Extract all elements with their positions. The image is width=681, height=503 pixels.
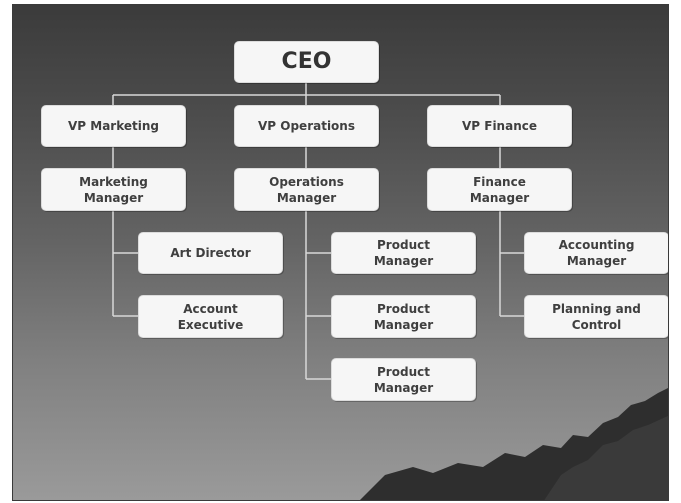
node-accounting-manager[interactable]: Accounting Manager: [524, 232, 668, 274]
node-accounting-manager-label: Accounting Manager: [558, 238, 635, 268]
node-vp-finance[interactable]: VP Finance: [427, 105, 572, 147]
node-planning-and-control-label: Planning and Control: [552, 301, 641, 332]
node-vp-marketing[interactable]: VP Marketing: [41, 105, 186, 147]
node-ceo[interactable]: CEO: [234, 41, 379, 83]
node-planning-and-control[interactable]: Planning and Control: [524, 295, 668, 338]
node-marketing-manager-label: Marketing Manager: [79, 174, 148, 205]
node-product-manager-1-label: Product Manager: [373, 238, 434, 268]
node-vp-marketing-label: VP Marketing: [68, 119, 159, 133]
org-chart-slide: CEO VP Marketing VP Operations VP Financ…: [12, 4, 669, 501]
node-account-executive-label: Account Executive: [177, 301, 244, 332]
node-product-manager-2-label: Product Manager: [373, 301, 434, 332]
node-operations-manager-label: Operations Manager: [269, 174, 344, 205]
node-vp-operations[interactable]: VP Operations: [234, 105, 379, 147]
node-art-director[interactable]: Art Director: [138, 232, 283, 274]
node-finance-manager[interactable]: Finance Manager: [427, 168, 572, 211]
node-vp-operations-label: VP Operations: [258, 119, 355, 133]
node-product-manager-3[interactable]: Product Manager: [331, 358, 476, 401]
node-product-manager-2[interactable]: Product Manager: [331, 295, 476, 338]
node-ceo-label: CEO: [281, 49, 332, 74]
node-product-manager-1[interactable]: Product Manager: [331, 232, 476, 274]
node-account-executive[interactable]: Account Executive: [138, 295, 283, 338]
node-marketing-manager[interactable]: Marketing Manager: [41, 168, 186, 211]
mountain-silhouette: [360, 388, 668, 500]
node-operations-manager[interactable]: Operations Manager: [234, 168, 379, 211]
node-product-manager-3-label: Product Manager: [373, 364, 434, 395]
node-vp-finance-label: VP Finance: [461, 119, 537, 133]
connector-lines: [112, 83, 524, 380]
node-art-director-label: Art Director: [170, 246, 251, 260]
node-finance-manager-label: Finance Manager: [469, 174, 530, 205]
